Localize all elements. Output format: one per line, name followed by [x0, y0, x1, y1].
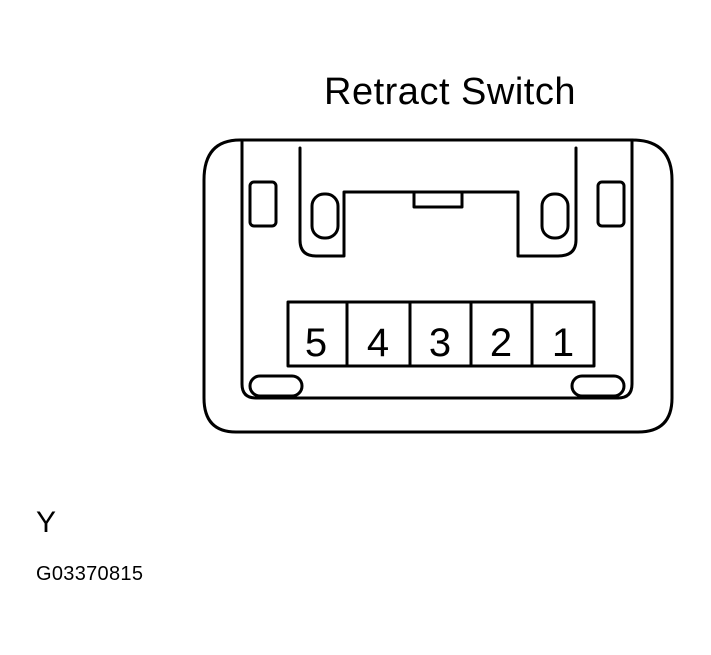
connector-housing-inner: [240, 138, 634, 400]
pin-label-2: 2: [490, 321, 512, 365]
left-key: [310, 192, 340, 240]
pin-label-5: 5: [305, 321, 327, 365]
pin-label-3: 3: [429, 321, 451, 365]
left-side-slot: [248, 180, 278, 228]
wire-color-code: Y: [36, 506, 57, 539]
connector-housing-outer: [202, 138, 674, 434]
figure-id: G03370815: [36, 563, 144, 585]
lock-tab: [412, 190, 464, 209]
right-bottom-slot: [570, 374, 626, 398]
pin-cavity-block: [286, 300, 596, 368]
right-key: [540, 192, 570, 240]
pin-label-4: 4: [367, 321, 389, 365]
right-side-slot: [596, 180, 626, 228]
diagram-title: Retract Switch: [324, 71, 576, 113]
left-bottom-slot: [248, 374, 304, 398]
connector-latch: [298, 146, 578, 258]
pin-label-1: 1: [552, 321, 574, 365]
